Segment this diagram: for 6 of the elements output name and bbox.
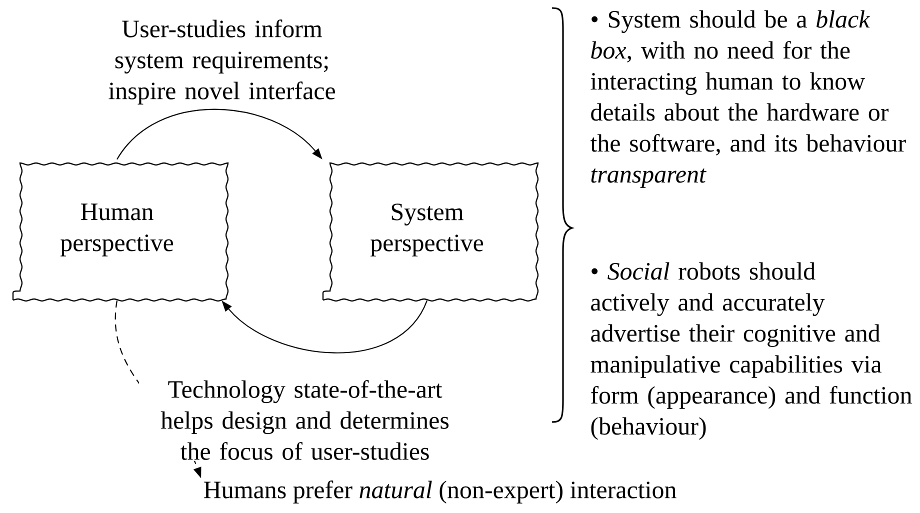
- perspective-box: System perspective: [322, 162, 539, 302]
- bullet-text: • System should be a black box, with no need for the interacting human to know details about the hardware or the software, and its behaviour transparent: [590, 10, 906, 188]
- edge-label: User-studies inform system requirements; inspire novel interface: [91, 18, 353, 106]
- note-text: Humans prefer natural (non-expert) interaction: [204, 480, 676, 504]
- bullet-text: • Social robots should actively and accurately advertise their cognitive and manipulative capabilities via form (appearance) and function (behaviour): [590, 262, 912, 440]
- perspective-box: Human perspective: [12, 162, 229, 302]
